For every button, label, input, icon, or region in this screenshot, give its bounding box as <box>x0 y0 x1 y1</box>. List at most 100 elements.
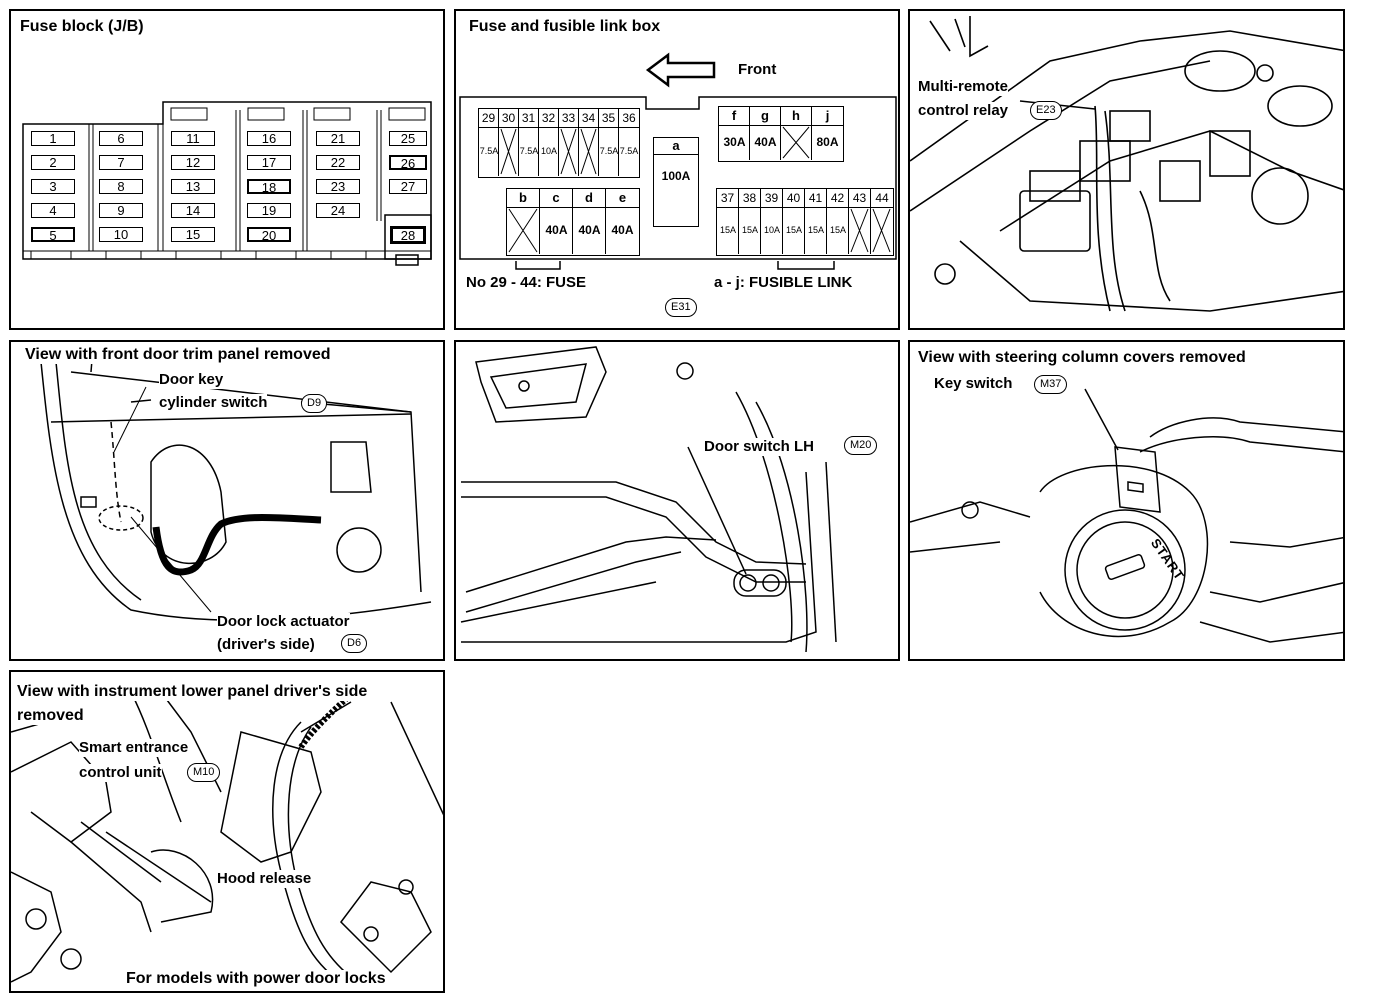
cell-rating <box>781 125 812 160</box>
fuse-row-top-cell-32: 32 10A <box>539 109 559 176</box>
cell-number: e <box>606 189 639 208</box>
cell-rating: 7.5A <box>519 146 539 156</box>
cell-rating <box>507 207 540 254</box>
relay-label-line1: Multi-remote <box>918 78 1008 96</box>
cell-rating: 15A <box>829 225 846 235</box>
cell-rating: 15A <box>719 225 736 235</box>
unit-label-line2: control unit <box>79 764 162 782</box>
fuse-22: 22 <box>316 155 360 170</box>
hood-release-label: Hood release <box>217 870 312 888</box>
cell-number: 39 <box>761 189 782 208</box>
cell-number: 43 <box>849 189 870 208</box>
link-row-bottom-cell-d: d 40A <box>573 189 606 254</box>
cell-number: 29 <box>479 109 498 128</box>
fuse-11: 11 <box>171 131 215 146</box>
door-switch-label: Door switch LH <box>704 438 815 456</box>
cell-number: 30 <box>499 109 518 128</box>
instrument-panel: View with instrument lower panel driver'… <box>9 670 445 993</box>
connector-m10: M10 <box>187 763 221 782</box>
relay-panel: Multi-remote control relay E23 <box>908 9 1345 330</box>
link-row-top-cell-f: f 30A <box>719 107 750 160</box>
cell-number: 37 <box>717 189 738 208</box>
cell-rating: 10A <box>540 146 557 156</box>
cell-number: 35 <box>599 109 618 128</box>
cell-rating: 15A <box>741 225 758 235</box>
actuator-label-line2: (driver's side) <box>217 636 315 654</box>
cell-number: c <box>540 189 572 208</box>
cell-rating: 15A <box>807 225 824 235</box>
fuse-row-bottom-cell-44: 44 <box>871 189 893 254</box>
fuse-link-box-panel: Fuse and fusible link box Front No 29 - … <box>454 9 900 330</box>
fuse-17: 17 <box>247 155 291 170</box>
cell-number: 32 <box>539 109 558 128</box>
fuse-row-bottom-cell-42: 42 15A <box>827 189 849 254</box>
legend-fusible-link: a - j: FUSIBLE LINK <box>714 274 853 291</box>
key-switch-drawing <box>910 388 1343 643</box>
cell-rating: 80A <box>816 135 839 149</box>
front-door-panel: View with front door trim panel removed … <box>9 340 445 661</box>
cell-number: d <box>573 189 605 208</box>
engine-bay-drawing <box>910 16 1343 312</box>
cell-number: 33 <box>559 109 578 128</box>
link-row-top-cell-j: j 80A <box>812 107 843 160</box>
fuse-19: 19 <box>247 203 291 218</box>
fuse-21: 21 <box>316 131 360 146</box>
connector-e23: E23 <box>1030 101 1062 120</box>
cell-rating: 40A <box>545 223 568 237</box>
cell-rating: 40A <box>578 223 601 237</box>
fuse-24: 24 <box>316 203 360 218</box>
fuse-row-bottom-cell-40: 40 15A <box>783 189 805 254</box>
link-row-bottom-cell-c: c 40A <box>540 189 573 254</box>
fuse-9: 9 <box>99 203 143 218</box>
cell-rating <box>871 207 893 254</box>
cell-number: 44 <box>871 189 893 208</box>
cell-rating: 10A <box>763 225 780 235</box>
front-label: Front <box>738 61 777 78</box>
fuse-16: 16 <box>247 131 291 146</box>
cell-rating: 30A <box>723 135 746 149</box>
fuse-12: 12 <box>171 155 215 170</box>
link-row-bottom-cell-b: b <box>507 189 540 254</box>
cell-rating: 15A <box>785 225 802 235</box>
fuse-4: 4 <box>31 203 75 218</box>
cell-number: 42 <box>827 189 848 208</box>
fuse-block-outline <box>22 101 432 266</box>
cell-number: 31 <box>519 109 538 128</box>
steering-title: View with steering column covers removed <box>918 349 1246 367</box>
connector-m37: M37 <box>1034 375 1068 394</box>
relay-label-line2: control relay <box>918 102 1009 120</box>
instrument-footer: For models with power door locks <box>126 970 386 988</box>
fuse-27: 27 <box>389 179 427 194</box>
cell-rating <box>499 127 519 176</box>
cell-number: b <box>507 189 539 208</box>
fuse-2: 2 <box>31 155 75 170</box>
link-row-top-cell-h: h <box>781 107 812 160</box>
fuse-row-top-cell-31: 31 7.5A <box>519 109 539 176</box>
cell-rating: 7.5A <box>599 146 619 156</box>
fuse-25: 25 <box>389 131 427 146</box>
cell-number: 40 <box>783 189 804 208</box>
fuse-row-bottom-cell-43: 43 <box>849 189 871 254</box>
unit-label-line1: Smart entrance <box>79 739 189 757</box>
fuse-10: 10 <box>99 227 143 242</box>
cell-rating: 40A <box>754 135 777 149</box>
fuse-link-box-title: Fuse and fusible link box <box>469 18 661 35</box>
fuse-3: 3 <box>31 179 75 194</box>
cell-number: j <box>812 107 843 126</box>
fuse-26: 26 <box>389 155 427 170</box>
fuse-20: 20 <box>247 227 291 242</box>
fuse-row-top-cell-35: 35 7.5A <box>599 109 619 176</box>
door-key-label-line1: Door key <box>159 371 224 389</box>
fuse-23: 23 <box>316 179 360 194</box>
fuse-14: 14 <box>171 203 215 218</box>
fuse-row-top-cell-34: 34 <box>579 109 599 176</box>
cell-number: f <box>719 107 749 126</box>
